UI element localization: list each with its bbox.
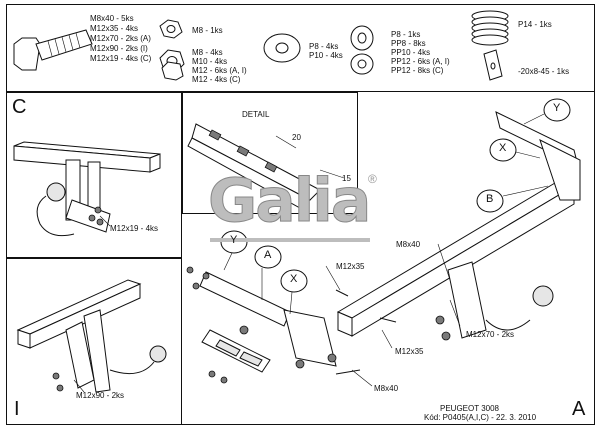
m8x40-bottom-label: M8x40 [374,384,399,393]
spring-washer-icon [350,25,374,75]
spacer-icon [483,49,503,81]
galia-logo: Galia ® [207,166,378,248]
m12x35-top-label: M12x35 [336,262,365,271]
nut-spec-3: M12 - 4ks (C) [192,75,241,84]
spring-washer-spec-3: PP12 - 6ks (A, I) [391,57,450,66]
spring-spec: P14 - 1ks [518,20,552,29]
detail-dim-b: 15 [342,174,351,183]
spring-washer-spec-4: PP12 - 8ks (C) [391,66,444,75]
detail-drawing [187,123,345,209]
spacer-spec: -20x8-45 - 1ks [518,67,570,76]
washer-spec-0: P8 - 4ks [309,42,339,51]
spring-icon [471,10,509,46]
panel-c-bolt-label: M12x19 - 4ks [110,224,159,233]
nut-top-spec: M8 - 1ks [192,26,223,35]
panel-a-label: A [572,398,586,420]
panel-c-drawing [13,141,161,237]
callout-x-top-label: X [499,142,507,154]
bolt-icon [13,29,93,71]
bolt-spec-1: M12x35 - 4ks [90,24,139,33]
callout-b-label: B [486,193,494,205]
nut-spec-1: M10 - 4ks [192,57,228,66]
panel-c-frame [6,92,182,258]
callout-x-left-label: X [290,273,298,285]
m12x35-bottom-label: M12x35 [395,347,424,356]
detail-dim-a: 20 [292,133,301,142]
bolt-spec-0: M8x40 - 5ks [90,14,134,23]
detail-title: DETAIL [242,110,270,119]
spring-washer-spec-0: P8 - 1ks [391,30,421,39]
washer-spec-1: P10 - 4ks [309,51,343,60]
callout-y-left [220,230,248,271]
callout-x-left [280,269,308,315]
parts-list-box [6,4,595,92]
m12x70-label: M12x70 - 2ks [466,330,515,339]
spring-washer-spec-2: PP10 - 4ks [391,48,431,57]
washer-icon [263,33,301,63]
bolt-spec-2: M12x70 - 2ks (A) [90,34,151,43]
panel-c-label: C [12,96,27,118]
nut-icon [159,19,183,39]
m8x40-top-label: M8x40 [396,240,421,249]
logo-registered-mark: ® [368,172,377,186]
bolt-spec-4: M12x19 - 4ks (C) [90,54,152,63]
detail-box [182,92,358,214]
nut-stack-icon [159,49,185,81]
logo-underline [210,238,370,242]
panel-i-label: I [14,398,20,420]
bolt-spec-3: M12x90 - 2ks (I) [90,44,148,53]
logo-text: Galia [207,166,371,236]
panel-i-bolt-label: M12x90 - 2ks [76,391,125,400]
nut-spec-2: M12 - 6ks (A, I) [192,66,247,75]
vehicle-name: PEUGEOT 3008 [440,404,499,413]
spring-washer-spec-1: PP8 - 8ks [391,39,426,48]
callout-a-left-label: A [264,249,272,261]
callout-x-top [489,138,541,162]
panel-i-frame [6,258,182,425]
nut-spec-0: M8 - 4ks [192,48,223,57]
callout-y-top-label: Y [553,102,561,114]
callout-a-left [254,245,282,300]
panel-i-drawing [16,279,167,393]
callout-y-left-label: Y [230,234,238,246]
callout-b [476,185,549,213]
callout-y-top [523,98,571,125]
main-assembly [73,111,581,393]
drawing-code: Kód: P0405(A,I,C) - 22. 3. 2010 [424,413,537,422]
